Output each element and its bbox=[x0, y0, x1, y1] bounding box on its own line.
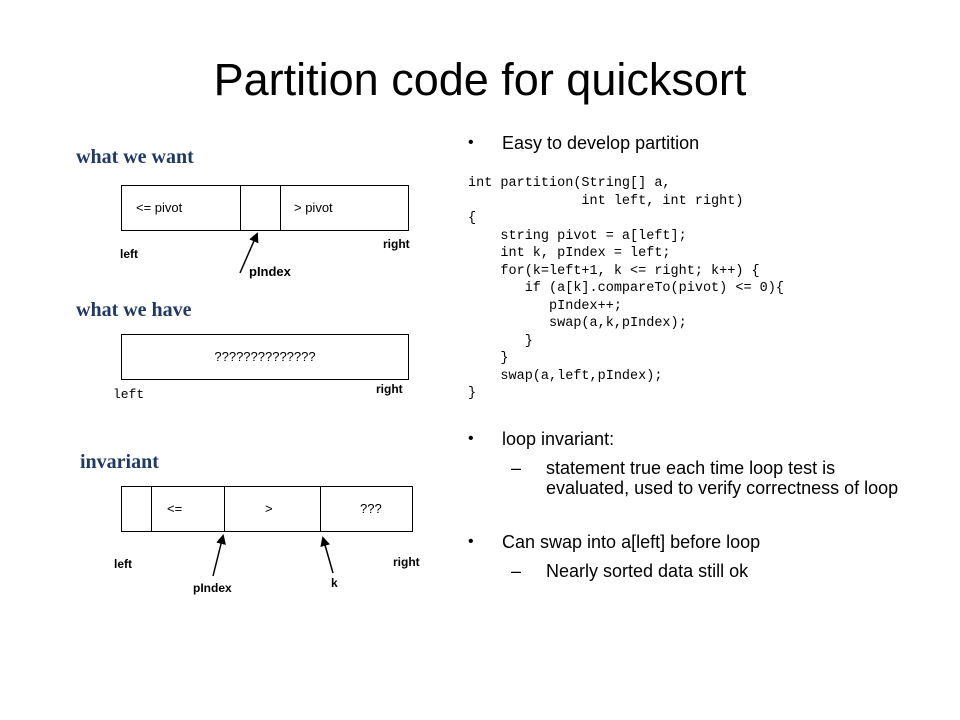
want-array-box bbox=[121, 185, 409, 231]
invariant-left-label: left bbox=[114, 557, 132, 571]
partition-code-block: int partition(String[] a, int left, int … bbox=[468, 176, 784, 401]
have-array-box bbox=[121, 334, 409, 380]
have-unknown-text: ?????????????? bbox=[214, 349, 316, 364]
bullet-swap-left: Can swap into a[left] before loop bbox=[502, 532, 761, 552]
sub-dash-2: – bbox=[511, 561, 522, 581]
want-cell-gt-pivot: > pivot bbox=[294, 200, 333, 215]
invariant-k-arrow bbox=[320, 536, 334, 574]
invariant-cell-unknown: ??? bbox=[360, 501, 382, 516]
invariant-divider-1 bbox=[151, 486, 152, 532]
invariant-cell-gt: > bbox=[265, 501, 273, 516]
sub-dash-1: – bbox=[511, 458, 522, 478]
want-divider-1 bbox=[240, 185, 241, 231]
sub-nearly-sorted: Nearly sorted data still ok bbox=[546, 561, 749, 581]
invariant-divider-2 bbox=[224, 486, 225, 532]
want-cell-le-pivot: <= pivot bbox=[136, 200, 183, 215]
invariant-heading: invariant bbox=[80, 451, 159, 473]
have-left-label: left bbox=[113, 387, 145, 402]
have-right-label: right bbox=[376, 382, 403, 396]
want-pindex-label: pIndex bbox=[249, 264, 291, 279]
bullet-dot-1: • bbox=[468, 134, 474, 151]
want-right-label: right bbox=[383, 237, 410, 251]
bullet-dot-3: • bbox=[468, 533, 474, 550]
slide-title: Partition code for quicksort bbox=[213, 54, 747, 105]
invariant-array-box bbox=[121, 486, 413, 532]
invariant-pindex-arrow bbox=[212, 534, 226, 577]
want-divider-2 bbox=[280, 185, 281, 231]
invariant-cell-le: <= bbox=[167, 501, 183, 516]
invariant-pindex-label: pIndex bbox=[193, 581, 232, 595]
invariant-right-label: right bbox=[393, 555, 420, 569]
invariant-k-label: k bbox=[331, 576, 338, 590]
have-heading: what we have bbox=[76, 299, 192, 321]
bullet-easy-partition: Easy to develop partition bbox=[502, 133, 700, 153]
sub-invariant-definition: statement true each time loop test is ev… bbox=[546, 458, 899, 498]
bullet-loop-invariant: loop invariant: bbox=[502, 429, 615, 449]
want-left-label: left bbox=[120, 247, 138, 261]
want-heading: what we want bbox=[76, 146, 194, 168]
invariant-divider-3 bbox=[320, 486, 321, 532]
bullet-dot-2: • bbox=[468, 430, 474, 447]
